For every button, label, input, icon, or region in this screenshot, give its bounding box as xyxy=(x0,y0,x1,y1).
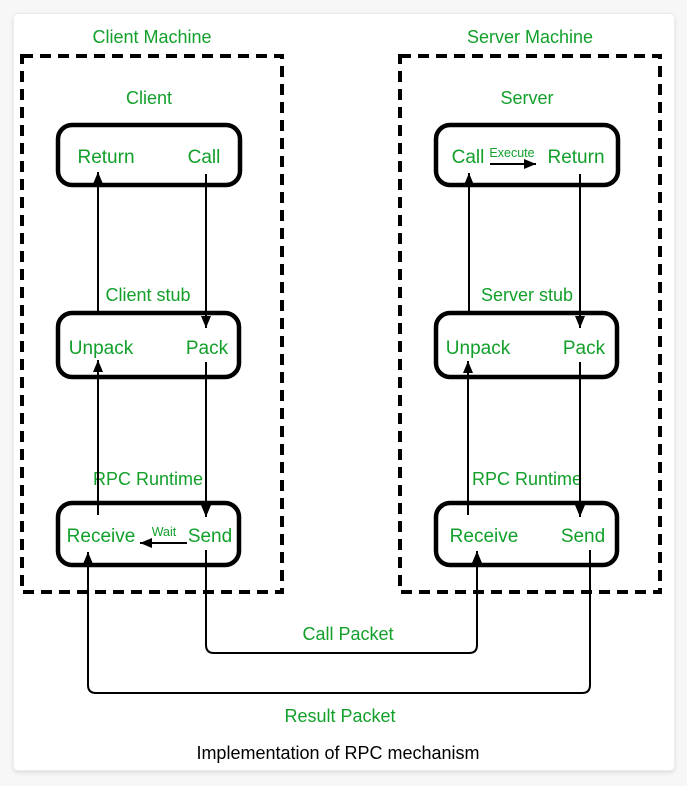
client-return-label: Return xyxy=(77,147,134,168)
result-packet-arrow xyxy=(83,550,591,694)
client-machine-group: Client Machine Client Return Call Client… xyxy=(20,27,284,594)
server-pack-label: Pack xyxy=(563,338,606,359)
server-app-title: Server xyxy=(500,88,553,108)
client-machine-boundary xyxy=(20,54,284,594)
server-return-label: Return xyxy=(547,147,604,168)
server-stub-box xyxy=(433,310,620,380)
client-unpack-label: Unpack xyxy=(69,338,134,359)
client-runtime-box xyxy=(55,500,242,568)
client-stub-box xyxy=(55,310,242,380)
server-machine-label: Server Machine xyxy=(467,27,593,47)
server-runtime-box xyxy=(433,500,620,568)
client-call-label: Call xyxy=(188,147,221,168)
wait-label: Wait xyxy=(152,525,177,539)
client-stub-title: Client stub xyxy=(105,285,190,305)
call-packet-label: Call Packet xyxy=(302,624,393,644)
call-packet-arrow xyxy=(205,550,482,654)
client-app-title: Client xyxy=(126,88,172,108)
server-stub-title: Server stub xyxy=(481,285,573,305)
client-receive-label: Receive xyxy=(67,526,136,547)
server-send-label: Send xyxy=(561,526,605,547)
server-app-box xyxy=(433,122,621,188)
server-machine-group: Server Machine Server Call Return Execut… xyxy=(398,27,662,594)
execute-label: Execute xyxy=(489,146,534,160)
result-packet-label: Result Packet xyxy=(284,706,395,726)
client-send-label: Send xyxy=(188,526,232,547)
server-receive-label: Receive xyxy=(450,526,519,547)
server-runtime-title: RPC Runtime xyxy=(472,469,582,489)
client-app-box xyxy=(55,122,243,188)
packet-connections-group: Call Packet Result Packet xyxy=(83,550,591,726)
diagram-caption: Implementation of RPC mechanism xyxy=(196,743,479,763)
server-machine-boundary xyxy=(398,54,662,594)
client-runtime-title: RPC Runtime xyxy=(93,469,203,489)
client-machine-label: Client Machine xyxy=(92,27,211,47)
server-call-label: Call xyxy=(452,147,485,168)
client-pack-label: Pack xyxy=(186,338,229,359)
server-unpack-label: Unpack xyxy=(446,338,511,359)
